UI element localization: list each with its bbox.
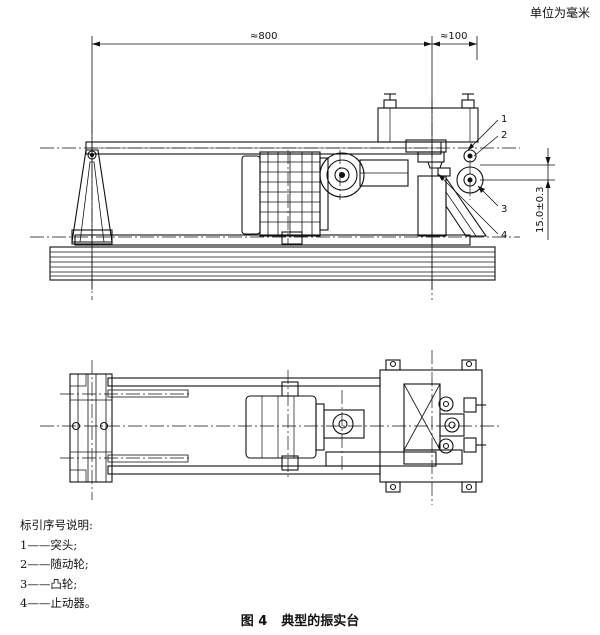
dim-length-offset: ≈100 [440, 31, 467, 42]
callout-leaders [437, 119, 499, 235]
legend-item: 3——凸轮; [20, 576, 78, 591]
callout-2: 2 [501, 130, 507, 141]
figure-number: 图 4 [240, 614, 268, 629]
dim-height-tolerance: 15.0±0.3 [535, 186, 546, 233]
callout-1: 1 [501, 114, 507, 125]
figure-caption: 图 4 典型的振实台 [0, 610, 600, 629]
legend-title: 标引序号说明: [20, 518, 93, 532]
legend-item: 1——突头; [20, 537, 78, 552]
unit-note: 单位为毫米 [530, 6, 591, 20]
callout-4: 4 [501, 230, 507, 241]
legend-item: 2——随动轮; [20, 557, 89, 571]
side-view [30, 93, 520, 300]
callout-3: 3 [501, 204, 507, 215]
height-dimension [480, 148, 555, 240]
technical-drawing: ≈800 ≈100 15.0±0.3 [30, 31, 555, 505]
plan-view [40, 350, 500, 505]
dim-length-main: ≈800 [250, 31, 277, 42]
figure-title: 典型的振实台 [281, 614, 360, 629]
legend: 标引序号说明: 1——突头; 2——随动轮; 3——凸轮; 4——止动器。 [20, 516, 96, 614]
legend-item: 4——止动器。 [20, 596, 97, 610]
